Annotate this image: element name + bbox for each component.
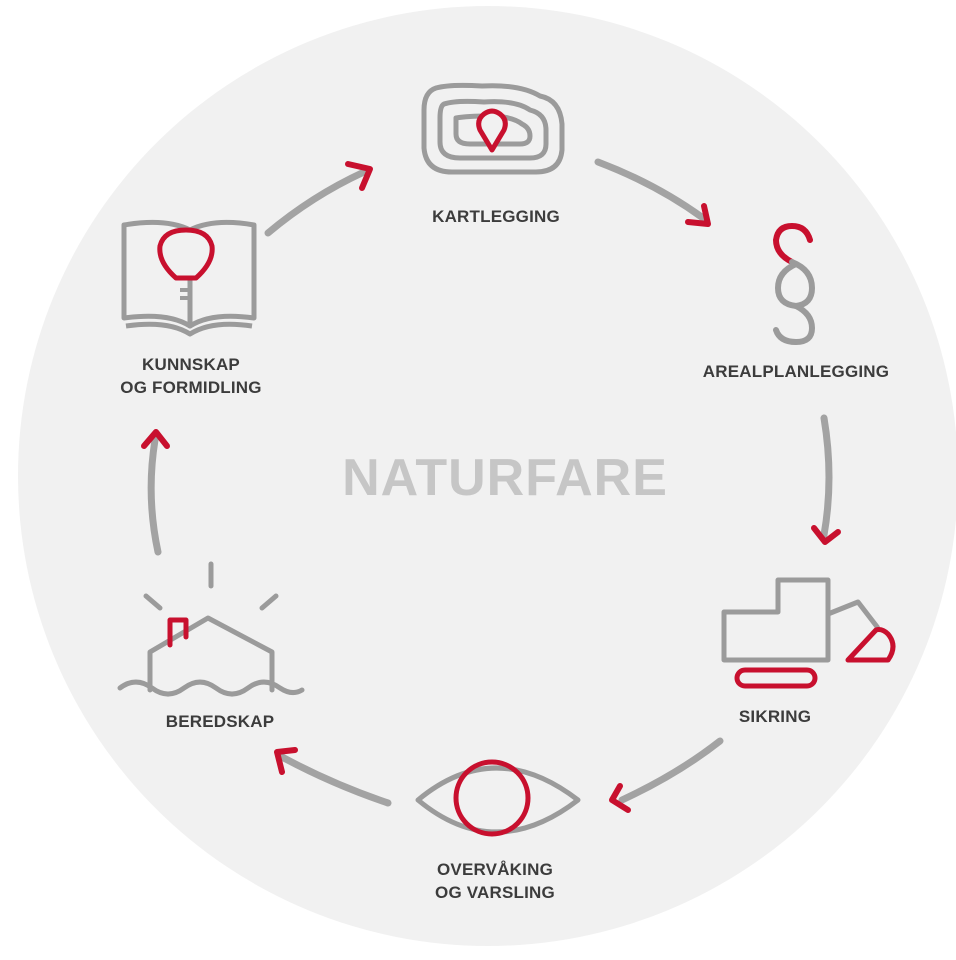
label-overvaking-line-1: OVERVÅKING <box>437 860 553 879</box>
book-lightbulb-icon <box>121 219 257 337</box>
cycle-arrows <box>141 158 841 813</box>
arrowhead-kunnskap-to-kartlegging <box>345 161 373 191</box>
label-arealplanlegging-line-1: AREALPLANLEGGING <box>702 362 890 381</box>
label-overvaking: OVERVÅKING OG VARSLING <box>400 858 590 904</box>
label-kartlegging: KARTLEGGING <box>396 205 596 228</box>
arrowhead-kartlegging-to-arealplanlegging <box>685 203 711 227</box>
flooded-house-icon <box>117 561 305 697</box>
map-contour-icon <box>421 82 565 175</box>
label-sikring-line-1: SIKRING <box>738 707 812 726</box>
arrowhead-sikring-to-overvaking <box>609 783 631 813</box>
arrow-arealplanlegging-to-sikring <box>820 414 833 539</box>
label-arealplanlegging: AREALPLANLEGGING <box>686 360 906 383</box>
eye-icon <box>415 759 581 837</box>
arrow-beredskap-to-kunnskap <box>147 436 162 556</box>
label-kunnskap-line-2: OG FORMIDLING <box>120 378 262 397</box>
label-kunnskap-line-1: KUNNSKAP <box>142 355 240 374</box>
arrow-sikring-to-overvaking <box>618 737 724 804</box>
location-pin-icon <box>476 108 508 153</box>
label-sikring: SIKRING <box>720 705 830 728</box>
lightbulb-icon <box>157 227 215 281</box>
arrow-overvaking-to-beredskap <box>278 753 392 807</box>
excavator-track <box>734 667 818 689</box>
arrowhead-beredskap-to-kunnskap <box>141 429 170 449</box>
section-sign-icon <box>772 222 816 346</box>
label-beredskap: BEREDSKAP <box>150 710 290 733</box>
arrow-kunnskap-to-kartlegging <box>264 168 368 237</box>
arrow-kartlegging-to-arealplanlegging <box>594 158 707 222</box>
label-kunnskap: KUNNSKAP OG FORMIDLING <box>96 353 286 399</box>
label-beredskap-line-1: BEREDSKAP <box>165 712 275 731</box>
label-kartlegging-line-1: KARTLEGGING <box>432 207 560 226</box>
label-overvaking-line-2: OG VARSLING <box>435 883 555 902</box>
diagram-title: NATURFARE <box>342 449 668 507</box>
excavator-icon <box>721 577 896 689</box>
arrowhead-arealplanlegging-to-sikring <box>811 525 841 545</box>
arrowhead-overvaking-to-beredskap <box>274 747 298 775</box>
